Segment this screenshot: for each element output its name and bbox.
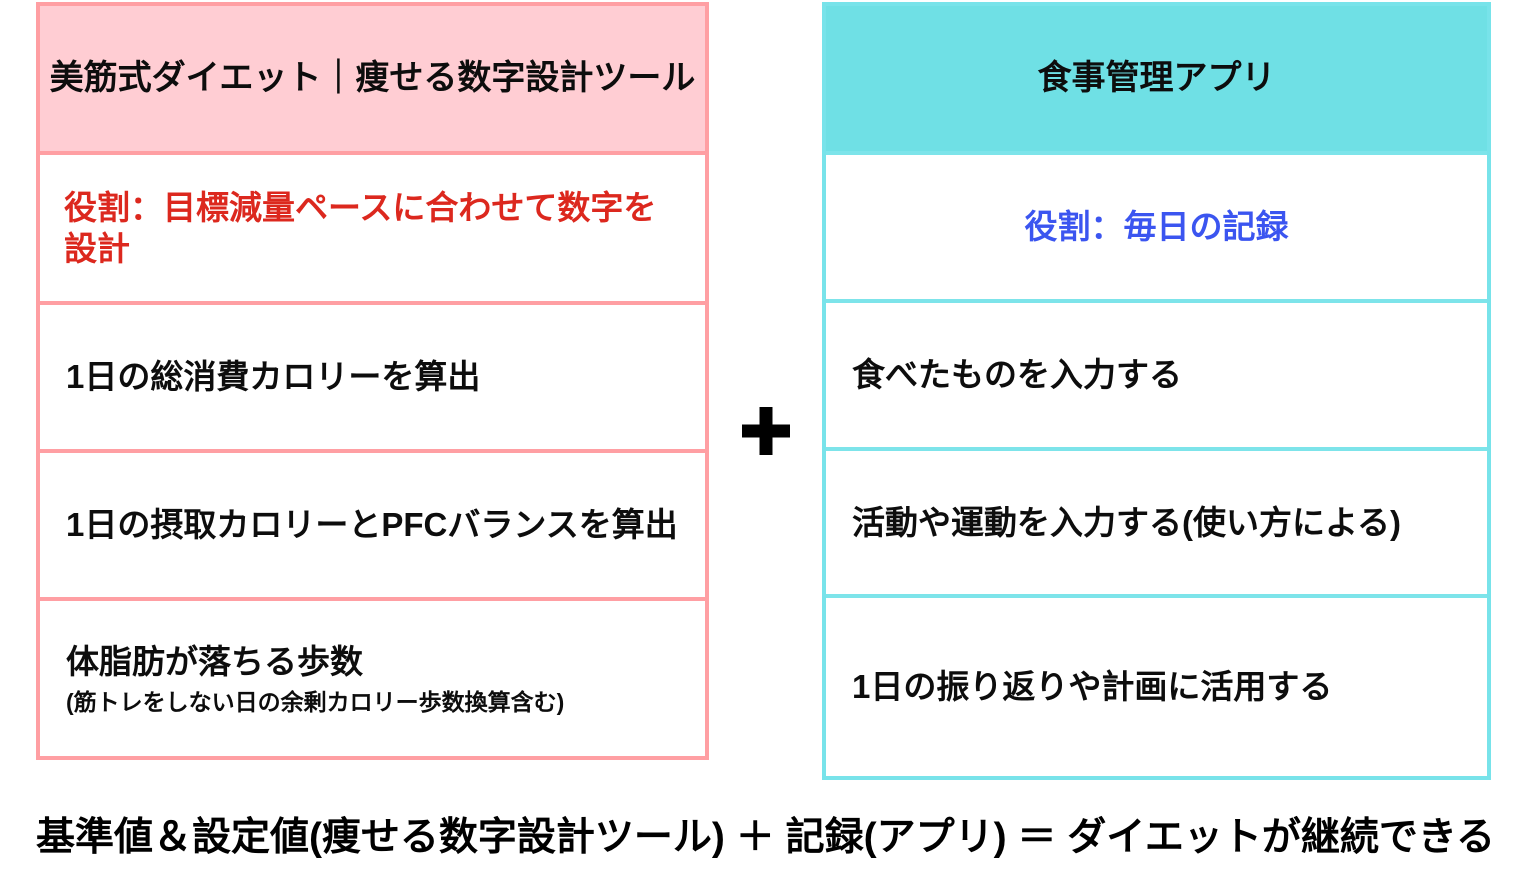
diet-tool-row-total-calories: 1日の総消費カロリーを算出	[40, 301, 705, 449]
diet-tool-table: 美筋式ダイエット｜痩せる数字設計ツール 役割：目標減量ペースに合わせて数字を設計…	[36, 2, 709, 760]
meal-app-row-review: 1日の振り返りや計画に活用する	[826, 594, 1487, 776]
meal-app-role-row: 役割：毎日の記録	[826, 151, 1487, 299]
meal-app-row-food-input: 食べたものを入力する	[826, 299, 1487, 447]
diet-tool-row-steps-sub: (筋トレをしない日の余剰カロリー歩数換算含む)	[66, 688, 565, 715]
diet-tool-row-steps-main: 体脂肪が落ちる歩数	[66, 642, 363, 680]
diet-tool-row-intake-pfc: 1日の摂取カロリーとPFCバランスを算出	[40, 449, 705, 597]
meal-app-table: 食事管理アプリ 役割：毎日の記録 食べたものを入力する 活動や運動を入力する(使…	[822, 2, 1491, 780]
diet-tool-table-title: 美筋式ダイエット｜痩せる数字設計ツール	[40, 6, 705, 151]
meal-app-row-activity-input: 活動や運動を入力する(使い方による)	[826, 447, 1487, 594]
summary-formula: 基準値＆設定値(痩せる数字設計ツール) ＋ 記録(アプリ) ＝ ダイエットが継続…	[35, 816, 1496, 859]
diet-tool-row-steps: 体脂肪が落ちる歩数 (筋トレをしない日の余剰カロリー歩数換算含む)	[40, 597, 705, 756]
meal-app-table-title: 食事管理アプリ	[826, 6, 1487, 151]
plus-icon	[742, 407, 790, 455]
diet-tool-role-row: 役割：目標減量ペースに合わせて数字を設計	[40, 151, 705, 301]
